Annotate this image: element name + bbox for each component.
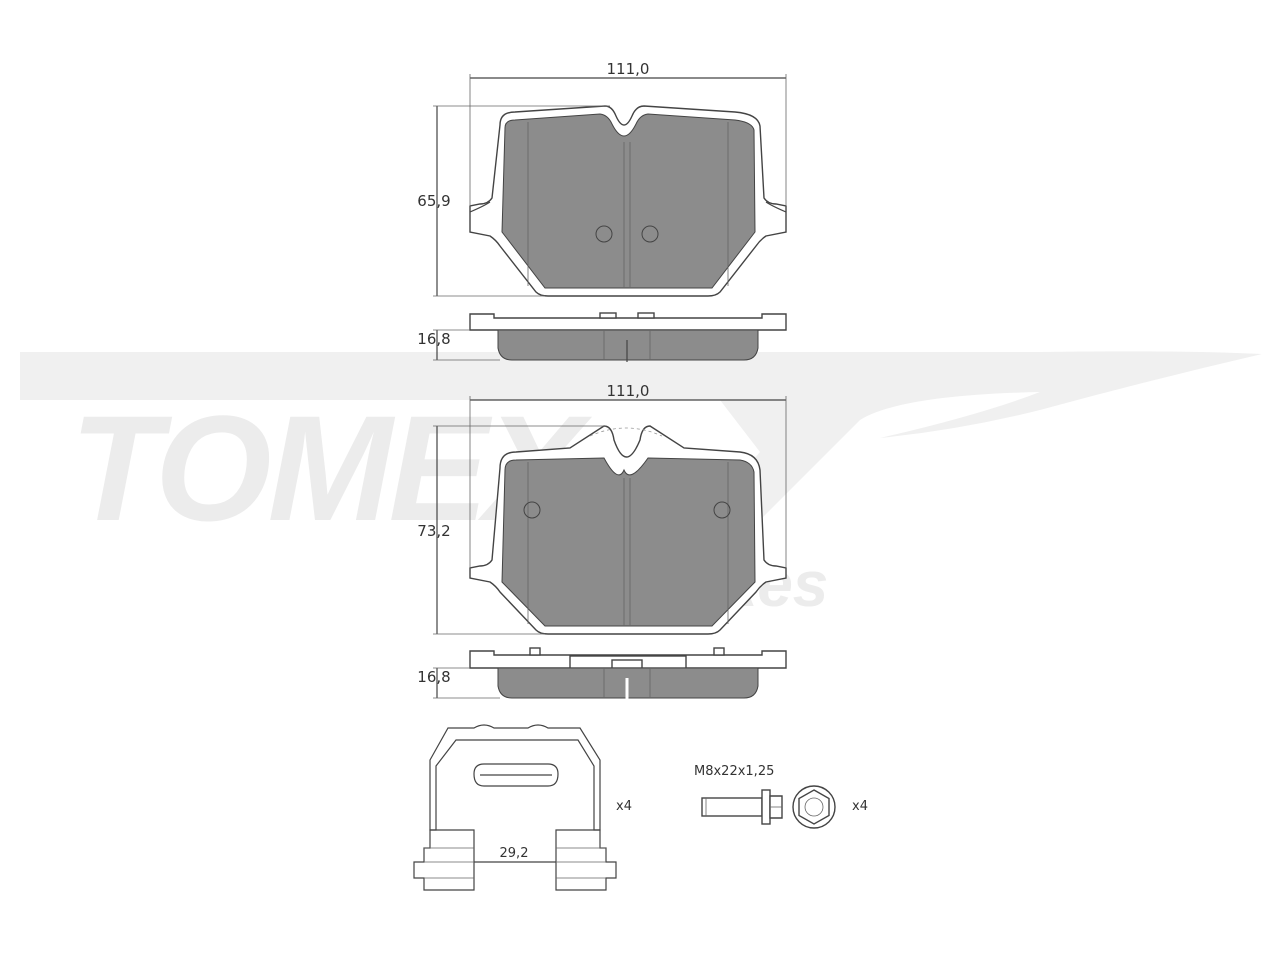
pad-top-side-clip-left bbox=[599, 312, 617, 319]
bolt-head-hex bbox=[798, 789, 830, 825]
pad-bottom-pin-right bbox=[713, 501, 731, 519]
spring-clip-leg-left-lines bbox=[424, 847, 474, 879]
bolt-quantity-label: x4 bbox=[852, 799, 868, 814]
watermark-swoosh bbox=[20, 351, 1262, 520]
pad-top-pin-left bbox=[595, 225, 613, 243]
pad-bottom-height-label: 73,2 bbox=[417, 522, 450, 540]
pad-bottom-dimensions: 111,0 73,2 bbox=[417, 382, 787, 635]
spring-clip-quantity-label: x4 bbox=[616, 799, 632, 814]
pad-top-thickness-label: 16,8 bbox=[417, 330, 450, 348]
pad-bottom-width-label: 111,0 bbox=[607, 382, 650, 400]
spring-clip-leg-right-lines bbox=[556, 847, 606, 879]
bolt-spec-label: M8x22x1,25 bbox=[694, 764, 774, 779]
pad-bottom-side-tab bbox=[611, 659, 643, 669]
pad-top-side-view: 16,8 bbox=[417, 312, 787, 362]
spring-clip-leg-right bbox=[555, 829, 617, 891]
pad-top-side-friction bbox=[497, 329, 759, 361]
pad-top-width-label: 111,0 bbox=[607, 60, 650, 78]
pad-bottom-friction-material bbox=[501, 457, 756, 627]
pad-bottom-side-clip-right bbox=[713, 647, 725, 656]
pad-top-ear-left bbox=[469, 201, 491, 213]
pad-top-friction-material bbox=[501, 113, 756, 289]
pad-top-side-clip-right bbox=[637, 312, 655, 319]
spring-clip: 29,2 x4 bbox=[413, 724, 632, 891]
pad-bottom-side-view: 16,8 bbox=[417, 647, 787, 700]
spring-clip-inner-loop bbox=[473, 763, 559, 787]
pad-top-pin-right bbox=[641, 225, 659, 243]
pad-bottom-side-clip-left bbox=[529, 647, 541, 656]
bolt-head-center bbox=[804, 797, 824, 817]
spring-clip-leg-left bbox=[413, 829, 475, 891]
bolt: M8x22x1,25 x4 bbox=[694, 764, 868, 829]
pad-bottom-tab-outline bbox=[589, 427, 663, 437]
pad-bottom-front-view bbox=[469, 425, 787, 635]
spring-clip-width-label: 29,2 bbox=[500, 846, 529, 861]
pad-top-ear-right bbox=[765, 201, 787, 213]
spring-clip-outline bbox=[429, 724, 601, 831]
pad-top-height-label: 65,9 bbox=[417, 192, 450, 210]
bolt-flange bbox=[761, 789, 771, 825]
pad-top-dimensions: 111,0 65,9 bbox=[417, 60, 787, 297]
pad-top-front-view bbox=[469, 105, 787, 297]
pad-bottom-pin-left bbox=[523, 501, 541, 519]
bolt-shank bbox=[701, 797, 763, 817]
pad-top-side-plate bbox=[469, 313, 787, 331]
pad-bottom-thickness-label: 16,8 bbox=[417, 668, 450, 686]
